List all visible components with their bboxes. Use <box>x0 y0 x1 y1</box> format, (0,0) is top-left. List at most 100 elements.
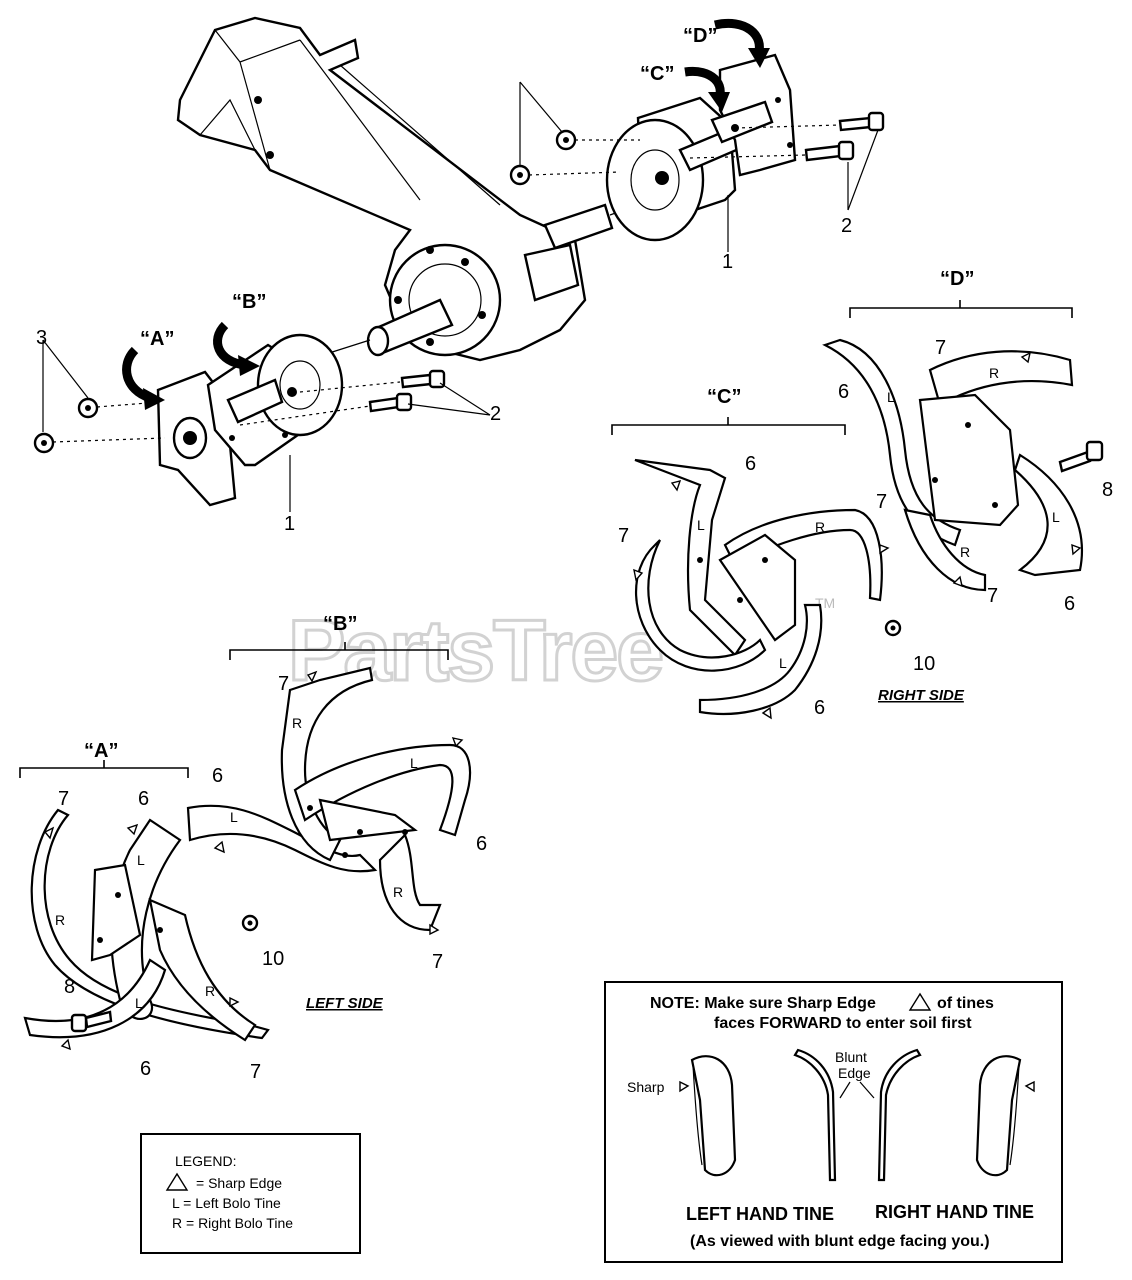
left-hand-tine-edge <box>793 1048 837 1182</box>
part-number-10-right: 10 <box>913 653 935 675</box>
bolt-right-1 <box>838 111 885 132</box>
bracket-a <box>19 767 189 778</box>
note-box: NOTE: Make sure Sharp Edge of tines face… <box>604 981 1063 1263</box>
blunt-label-2: Edge <box>838 1065 871 1081</box>
part-number-7-c1: 7 <box>618 525 629 547</box>
part-number-6-c1: 6 <box>745 453 756 475</box>
part-number-7-d2: 7 <box>987 585 998 607</box>
sharp-label: Sharp <box>627 1079 665 1095</box>
left-tine-b2 <box>293 743 472 837</box>
tine-letter-b-l2: L <box>410 755 418 771</box>
part-number-2-right: 2 <box>841 215 852 237</box>
bolt-8-left <box>70 1010 113 1033</box>
part-number-6-c2: 6 <box>814 697 825 719</box>
part-number-1-right: 1 <box>722 251 733 273</box>
arrow-a <box>122 346 165 410</box>
part-number-6-d1: 6 <box>838 381 849 403</box>
arrow-b <box>213 321 260 376</box>
bolt-8-right <box>1058 440 1104 473</box>
part-number-8-left: 8 <box>64 976 75 998</box>
note-line-2: faces FORWARD to enter soil first <box>714 1015 972 1032</box>
tine-letter-c-l2: L <box>779 655 787 671</box>
tine-letter-b-r2: R <box>393 884 403 900</box>
right-tine-c1 <box>635 539 767 672</box>
tine-letter-b-r1: R <box>292 715 302 731</box>
legend-sharp: = Sharp Edge <box>196 1175 282 1191</box>
left-tine-d2 <box>1013 453 1083 577</box>
part-number-6-b2: 6 <box>476 833 487 855</box>
bolt-right-2 <box>804 140 855 162</box>
left-tine-c1 <box>634 458 747 657</box>
left-hand-tine-label: LEFT HAND TINE <box>686 1204 834 1224</box>
note-caption: (As viewed with blunt edge facing you.) <box>690 1233 990 1250</box>
tine-letter-b-l1: L <box>230 809 238 825</box>
group-b-label: “B” <box>323 613 357 635</box>
bolt-left-2 <box>368 392 413 413</box>
callout-a-top: “A” <box>140 328 174 350</box>
hub-d <box>710 53 797 177</box>
tine-letter-a-r1: R <box>55 912 65 928</box>
part-number-1-left: 1 <box>284 513 295 535</box>
part-number-2-left: 2 <box>490 403 501 425</box>
right-tine-a1 <box>30 808 270 1040</box>
left-tine-c2 <box>698 603 823 715</box>
right-side-label: RIGHT SIDE <box>878 687 965 704</box>
part-number-8-right: 8 <box>1102 479 1113 501</box>
tine-letter-d-r2: R <box>960 544 970 560</box>
tine-letter-d-r1: R <box>989 365 999 381</box>
right-tine-a2 <box>148 898 257 1042</box>
part-number-7-b1: 7 <box>278 673 289 695</box>
tine-letter-d-l2: L <box>1052 509 1060 525</box>
part-number-6-a2: 6 <box>140 1058 151 1080</box>
group-d-label: “D” <box>940 268 974 290</box>
tine-letter-c-l1: L <box>697 517 705 533</box>
bracket-b <box>229 649 449 660</box>
nut-c1 <box>555 129 577 151</box>
legend-right: R = Right Bolo Tine <box>172 1215 293 1231</box>
tine-letter-c-r1: R <box>815 519 825 535</box>
right-tine-c2 <box>723 508 883 602</box>
tine-group-c <box>633 458 890 720</box>
part-number-7-a2: 7 <box>250 1061 261 1083</box>
legend-box: LEGEND: = Sharp Edge L = Left Bolo Tine … <box>140 1133 361 1254</box>
tine-group-a <box>23 808 270 1051</box>
right-tine-b2 <box>378 833 442 932</box>
part-number-7-d1: 7 <box>935 337 946 359</box>
part-number-10-left: 10 <box>262 948 284 970</box>
right-hand-tine-label: RIGHT HAND TINE <box>875 1202 1034 1222</box>
bracket-c <box>611 424 846 435</box>
nut-10-left <box>241 914 259 932</box>
note-line-1b: of tines <box>937 995 994 1012</box>
note-line-1: NOTE: Make sure Sharp Edge <box>650 995 876 1012</box>
hub-b <box>206 333 344 467</box>
right-hand-tine-side <box>975 1055 1022 1177</box>
right-hand-tine-edge <box>877 1048 922 1182</box>
callout-c-top: “C” <box>640 63 674 85</box>
tine-letter-a-l2: L <box>135 995 143 1011</box>
tine-group-b <box>186 666 472 936</box>
arrow-d <box>713 19 770 68</box>
nut-a2 <box>33 432 55 454</box>
left-tine-d1 <box>822 338 962 547</box>
sharp-edge-triangle-icon <box>165 1172 189 1191</box>
tine-group-d <box>822 338 1104 592</box>
legend-left: L = Left Bolo Tine <box>172 1195 281 1211</box>
sharp-edge-triangle-icon <box>908 992 932 1011</box>
callout-d-top: “D” <box>683 25 717 47</box>
group-c-label: “C” <box>707 386 741 408</box>
transmission-housing <box>176 16 614 362</box>
arrow-c <box>684 66 730 112</box>
left-hand-tine-side <box>690 1055 737 1177</box>
nut-a1 <box>77 397 99 419</box>
callout-b-top: “B” <box>232 291 266 313</box>
bolt-left-1 <box>400 369 446 389</box>
tine-letter-d-l1: L <box>887 389 895 405</box>
part-number-6-d2: 6 <box>1064 593 1075 615</box>
part-number-7-a1: 7 <box>58 788 69 810</box>
left-side-label: LEFT SIDE <box>306 995 384 1012</box>
blunt-label-1: Blunt <box>835 1049 867 1065</box>
right-tine-d1 <box>928 350 1074 407</box>
part-number-6-a1: 6 <box>138 788 149 810</box>
part-number-6-b1: 6 <box>212 765 223 787</box>
